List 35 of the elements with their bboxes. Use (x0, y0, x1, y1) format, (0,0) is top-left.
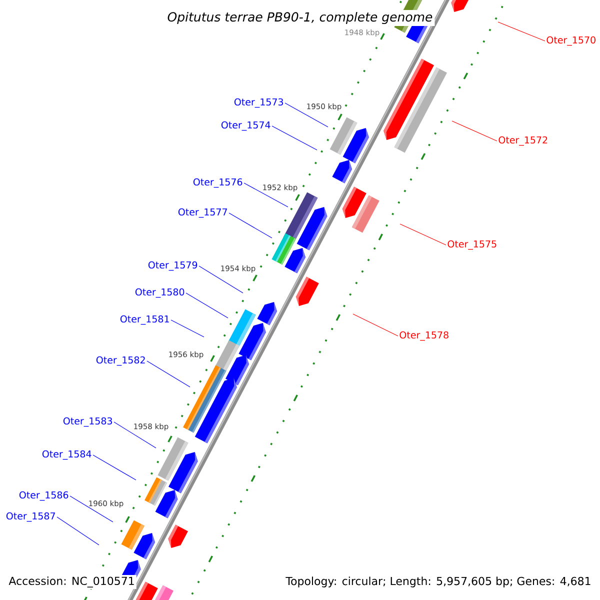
gene-label: Oter_1576 (193, 178, 242, 188)
gene-label: Oter_1572 (498, 136, 548, 146)
gene-label: Oter_1579 (148, 261, 198, 271)
gene-label: Oter_1581 (120, 315, 169, 325)
gene-label: Oter_1574 (221, 121, 270, 131)
leader-line (146, 360, 190, 388)
gene-label: Oter_1582 (96, 356, 145, 366)
gene-label: Oter_1575 (448, 240, 496, 250)
accession-label: Accession: NC_010571 (7, 575, 136, 589)
gene-label: Oter_1578 (400, 331, 448, 341)
leader-line (186, 292, 228, 318)
topology-label: Topology: circular; Length: 5,957,605 bp; Genes: 4,681 (284, 575, 593, 589)
leader-line (114, 422, 156, 448)
gene-label: Oter_1586 (19, 491, 68, 501)
leader-line (452, 120, 498, 142)
leader-line (70, 496, 114, 522)
gene-label: Oter_1577 (178, 208, 227, 218)
leader-line (170, 320, 204, 338)
gene-label: Oter_1570 (546, 36, 596, 46)
gene-label: Oter_1583 (63, 417, 112, 427)
leader-line (272, 126, 318, 150)
leader-line (352, 314, 398, 336)
gene-label: Oter_1584 (42, 450, 92, 460)
leader-line (92, 454, 136, 480)
leader-line (498, 22, 546, 42)
gene-label: Oter_1580 (135, 288, 184, 298)
leader-line (228, 212, 272, 238)
leader-line (198, 266, 244, 294)
leader-line (244, 182, 288, 208)
gene-label: Oter_1587 (6, 512, 55, 522)
leader-line (56, 516, 100, 546)
leader-line (284, 102, 328, 128)
leader-line (400, 224, 446, 246)
title: Opitutus terrae PB90-1, complete genome (165, 10, 435, 26)
gene-label: Oter_1573 (234, 98, 284, 108)
